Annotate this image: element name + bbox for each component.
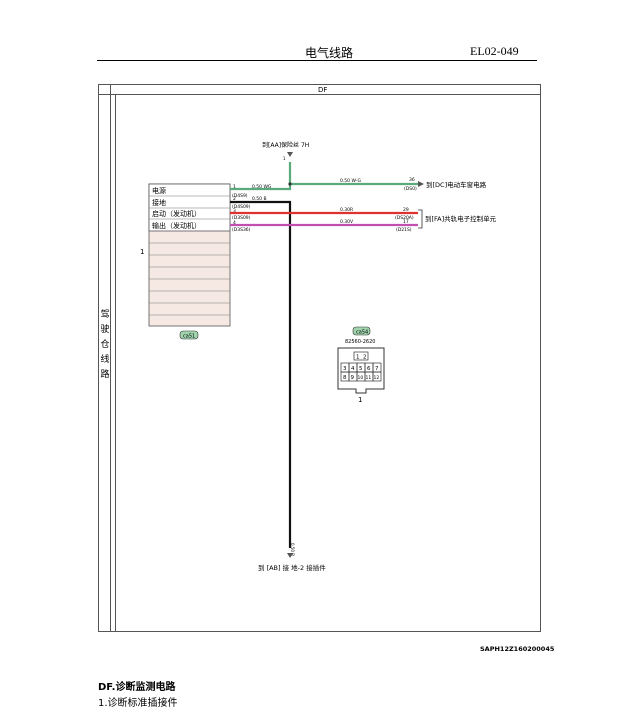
connector-c: 电源 接地 启动（发动机） 输出（发动机） 1 ca51: [140, 183, 231, 340]
connector-d-pin-9: 9: [351, 375, 355, 381]
connector-d-tag-badge: [352, 326, 371, 336]
pin-3-number: 3: [233, 208, 236, 214]
connector-d-pin-3: 3: [343, 366, 347, 372]
connector-d-pin-11: 11: [366, 375, 372, 381]
window-splice: (DS0): [404, 186, 417, 192]
connector-d-pin-10: 10: [358, 375, 364, 381]
bottom-target-wire: 0.50 B: [290, 543, 295, 556]
connector-d-pin-row1-box: [353, 351, 369, 361]
window-target-label: 到[DC]电动车窗电路: [426, 180, 487, 189]
connector-c-tag-badge: [179, 330, 199, 340]
pin-1-number: 1: [233, 184, 236, 190]
pin-3-splice: (D3S09): [232, 215, 251, 221]
bottom-target-arrow: [287, 553, 293, 558]
connector-d-pin-4: 4: [351, 366, 355, 372]
connector-c-tag: ca51: [183, 334, 195, 340]
connector-c-row-4-name: 输出（发动机）: [152, 221, 201, 230]
connector-d-pin-5: 5: [359, 366, 363, 372]
connector-d-pin-1: 1: [356, 355, 360, 361]
header-rule: [97, 60, 537, 61]
pin-4-splice: (D3S36): [232, 227, 251, 233]
bottom-target-label: 到 [AB] 接 地-2 接插件: [258, 563, 326, 572]
window-arrow: [418, 181, 424, 187]
splice-point: [288, 182, 292, 186]
top-target: 到[AA]保险丝 7H 1: [262, 141, 309, 161]
bottom-target: 0.50 B 到 [AB] 接 地-2 接插件: [258, 543, 326, 572]
pin-2-wire: 0.50 B: [252, 196, 267, 202]
connector-c-row-2-name: 接地: [152, 198, 166, 207]
ecu-wire-spec-1: 0.30R: [340, 207, 353, 213]
frame-header-row: [98, 84, 541, 95]
connector-d-index: 1: [358, 396, 362, 404]
connector-c-labeled-area: [148, 183, 231, 232]
diagram-code: SAPH12Z160200045: [480, 645, 555, 653]
connector-d-pin-7: 7: [375, 366, 379, 372]
section-title: DF.诊断监测电路: [98, 682, 176, 693]
top-target-label: 到[AA]保险丝 7H: [262, 141, 309, 149]
top-target-pin: 1: [283, 156, 286, 161]
frame-side-column-inner: [115, 95, 116, 632]
window-pin: 36: [409, 177, 415, 183]
ecu-target-label: 到[FA]共轨电子控制单元: [425, 214, 497, 223]
ecu-splice-1: (DS20A): [395, 215, 414, 221]
connector-d-tag: ca54: [356, 330, 368, 336]
connector-d-pin-12: 12: [374, 375, 380, 381]
pin-2-number: 2: [233, 196, 236, 202]
connector-c-row-1-name: 电源: [152, 186, 166, 195]
pin-4-number: 4: [233, 220, 236, 226]
wire-black-ground: [230, 200, 292, 548]
connector-d-pin-2: 2: [363, 355, 367, 361]
wires: [230, 162, 418, 548]
connector-d-housing: [337, 347, 385, 394]
connector-c-row-3-name: 启动（发动机）: [152, 209, 201, 218]
wire-green-power: [230, 162, 292, 191]
ecu-pin-1: 29: [403, 207, 409, 213]
pin-1-wire: 0.50 WG: [252, 184, 272, 190]
window-wire-spec: 0.50 W-G: [340, 178, 362, 184]
page-code: EL02-049: [470, 44, 519, 58]
page-header-title: 电气线路: [305, 46, 354, 60]
subsection-title: 1.诊断标准插接件: [98, 698, 178, 709]
connector-d-pin-8: 8: [343, 375, 347, 381]
connector-d: ca54 82560-2620 1 2 3 4 5 6 7 8 9: [337, 326, 385, 404]
connector-c-pin-labels: 1 (D4S9) 0.50 WG 2 (D4S09) 0.50 B 3 (D3S…: [232, 184, 272, 233]
ecu-splice-2: (D21S): [396, 227, 412, 233]
side-label: 驾驶仓线路: [99, 308, 111, 383]
section-label: DF: [318, 86, 328, 94]
right-targets: 0.50 W-G 36 (DS0) 到[DC]电动车窗电路 0.30R 29 (…: [340, 177, 497, 233]
connector-d-pin-6: 6: [367, 366, 371, 372]
side-label-text: 驾驶仓线路: [100, 310, 110, 380]
diagram-frame: [98, 84, 541, 632]
frame-side-column: [110, 84, 111, 632]
connector-c-index: 1: [140, 248, 144, 256]
ecu-pin-2: 17: [403, 219, 409, 225]
pin-1-splice: (D4S9): [232, 193, 248, 199]
ecu-bracket: [418, 209, 423, 229]
ecu-wire-spec-2: 0.30V: [340, 219, 354, 225]
top-target-arrow: [287, 152, 293, 157]
pin-2-splice: (D4S09): [232, 204, 251, 210]
connector-d-part-number: 82560-2620: [345, 339, 375, 345]
